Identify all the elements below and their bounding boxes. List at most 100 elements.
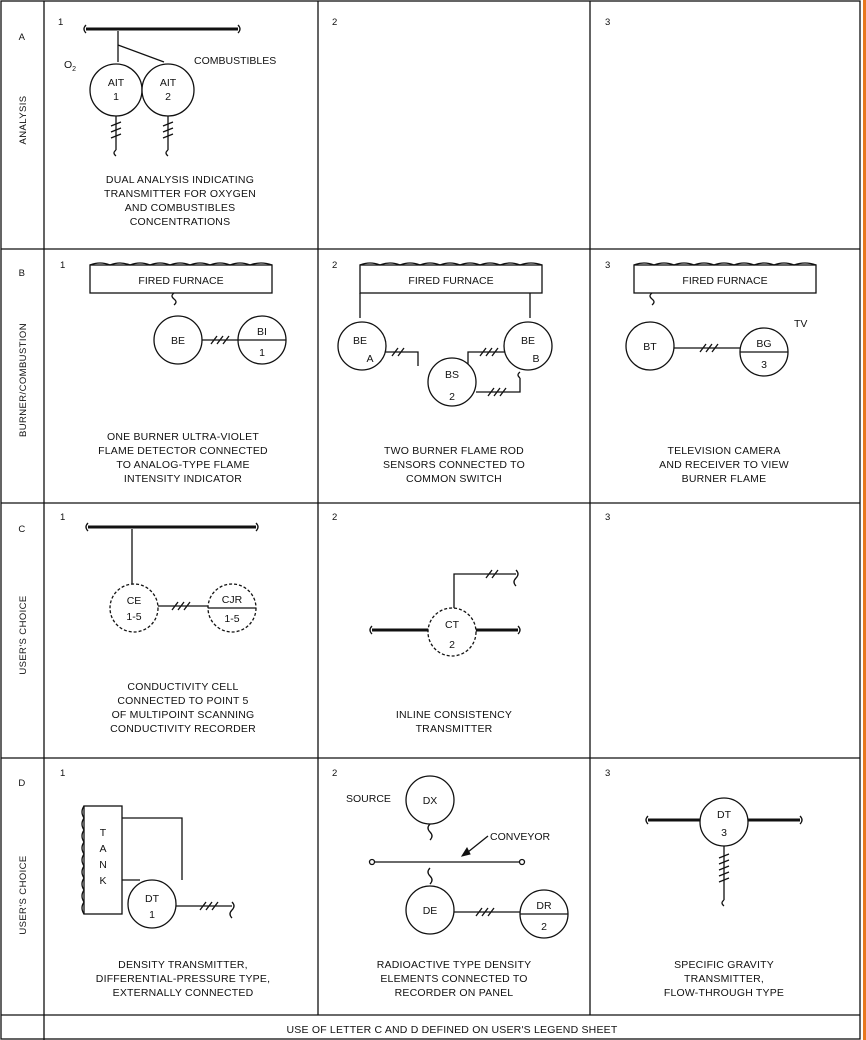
fired-furnace-box: FIRED FURNACE: [359, 262, 543, 294]
cell-number: 1: [60, 768, 65, 779]
caption-line: EXTERNALLY CONNECTED: [113, 987, 254, 999]
svg-text:BE: BE: [353, 335, 367, 347]
caption-line: AND RECEIVER TO VIEW: [659, 459, 789, 471]
row-name: ANALYSIS: [18, 96, 29, 145]
cell-number: 3: [605, 512, 610, 523]
conveyor-line: [368, 858, 526, 866]
de-bubble: DE: [405, 885, 455, 935]
svg-text:BG: BG: [756, 338, 771, 350]
bs-bubble: BS 2: [427, 357, 477, 407]
caption-line: CONCENTRATIONS: [130, 216, 231, 228]
caption-line: INTENSITY INDICATOR: [124, 473, 242, 485]
row-name: USER'S CHOICE: [18, 595, 29, 674]
svg-text:AIT: AIT: [108, 77, 125, 89]
dt-bubble: DT 3: [699, 797, 749, 847]
svg-text:K: K: [99, 875, 106, 887]
svg-text:DX: DX: [423, 795, 438, 807]
caption-line: TRANSMITTER,: [684, 973, 764, 985]
caption-line: RECORDER ON PANEL: [395, 987, 514, 999]
caption-line: SENSORS CONNECTED TO: [383, 459, 525, 471]
cjr-bubble: CJR 1-5: [207, 583, 257, 633]
svg-text:BS: BS: [445, 369, 459, 381]
caption-line: CONNECTED TO POINT 5: [117, 695, 248, 707]
bi-bubble: BI 1: [237, 315, 287, 365]
svg-text:DT: DT: [717, 809, 732, 821]
row-header-b: B BURNER/COMBUSTION: [18, 268, 29, 437]
caption-line: CONDUCTIVITY RECORDER: [110, 723, 256, 735]
svg-text:FIRED FURNACE: FIRED FURNACE: [138, 275, 223, 287]
caption-line: TRANSMITTER FOR OXYGEN: [104, 188, 256, 200]
caption-line: TO ANALOG-TYPE FLAME: [116, 459, 249, 471]
svg-text:1-5: 1-5: [126, 611, 141, 623]
svg-text:AIT: AIT: [160, 77, 177, 89]
row-letter: D: [18, 778, 25, 789]
caption-line: FLAME DETECTOR CONNECTED: [98, 445, 268, 457]
cell-b2: 2 FIRED FURNACE BE A BE B BS 2 TWO: [332, 260, 553, 485]
svg-text:DT: DT: [145, 893, 160, 905]
svg-text:2: 2: [165, 91, 171, 103]
fired-furnace-box: FIRED FURNACE: [89, 262, 273, 294]
svg-text:N: N: [99, 859, 107, 871]
svg-text:CE: CE: [127, 595, 142, 607]
cell-number: 2: [332, 768, 337, 779]
caption-line: TELEVISION CAMERA: [667, 445, 780, 457]
svg-text:CJR: CJR: [222, 594, 243, 606]
cell-number: 3: [605, 260, 610, 271]
process-line: [85, 522, 259, 532]
svg-text:FIRED FURNACE: FIRED FURNACE: [408, 275, 493, 287]
ce-bubble: CE 1-5: [109, 583, 159, 633]
svg-text:BE: BE: [171, 335, 185, 347]
ct-bubble: CT 2: [427, 607, 477, 657]
svg-text:CT: CT: [445, 619, 460, 631]
svg-text:3: 3: [761, 359, 767, 371]
svg-text:BT: BT: [643, 341, 657, 353]
cell-d3: 3 DT 3 SPECIFIC GRAVITY TRANSMITTER, FLO…: [605, 768, 803, 999]
cell-number: 3: [605, 768, 610, 779]
svg-text:A: A: [99, 843, 106, 855]
svg-text:DR: DR: [536, 900, 552, 912]
be-b-bubble: BE B: [503, 321, 553, 371]
caption-line: INLINE CONSISTENCY: [396, 709, 512, 721]
cell-d2: 2 SOURCE DX CONVEYOR DE DR 2 RADIOACTIVE…: [332, 768, 569, 999]
bg-bubble: BG 3: [739, 327, 789, 377]
cell-c3: 3: [605, 512, 610, 523]
fired-furnace-box: FIRED FURNACE: [633, 262, 817, 294]
svg-text:BE: BE: [521, 335, 535, 347]
caption-line: ELEMENTS CONNECTED TO: [380, 973, 527, 985]
svg-text:3: 3: [721, 827, 727, 839]
row-letter: A: [19, 32, 26, 43]
cell-number: 1: [58, 17, 63, 28]
svg-text:B: B: [532, 353, 539, 365]
caption-line: DIFFERENTIAL-PRESSURE TYPE,: [96, 973, 270, 985]
svg-text:BI: BI: [257, 326, 267, 338]
be-a-bubble: BE A: [337, 321, 387, 371]
bt-bubble: BT: [625, 321, 675, 371]
svg-text:FIRED FURNACE: FIRED FURNACE: [682, 275, 767, 287]
caption-line: TRANSMITTER: [416, 723, 493, 735]
process-line: [83, 24, 241, 34]
row-header-d: D USER'S CHOICE: [18, 778, 29, 935]
caption-line: SPECIFIC GRAVITY: [674, 959, 774, 971]
cell-c2: 2 CT 2 INLINE CONSISTENCY TRANSMITTER: [332, 512, 521, 735]
combustibles-label: COMBUSTIBLES: [194, 55, 276, 67]
page-edge: [863, 0, 866, 1040]
electric-signal-lines: [110, 116, 174, 157]
row-letter: B: [19, 268, 26, 279]
footer-note: USE OF LETTER C AND D DEFINED ON USER'S …: [287, 1024, 618, 1036]
ait-2-bubble: AIT 2: [141, 63, 195, 117]
svg-text:2: 2: [449, 639, 455, 651]
dx-bubble: DX: [405, 775, 455, 825]
be-bubble: BE: [153, 315, 203, 365]
cell-number: 1: [60, 260, 65, 271]
caption-line: FLOW-THROUGH TYPE: [664, 987, 784, 999]
cell-c1: 1 CE 1-5 CJR 1-5 CONDUCTIVITY CELL CONNE…: [60, 512, 259, 735]
caption-line: TWO BURNER FLAME ROD: [384, 445, 524, 457]
cell-number: 2: [332, 17, 337, 28]
dt-bubble: DT 1: [127, 879, 177, 929]
source-label: SOURCE: [346, 793, 391, 805]
row-header-c: C USER'S CHOICE: [18, 524, 29, 675]
svg-text:T: T: [100, 827, 107, 839]
svg-text:2: 2: [449, 391, 455, 403]
caption-line: BURNER FLAME: [682, 473, 767, 485]
